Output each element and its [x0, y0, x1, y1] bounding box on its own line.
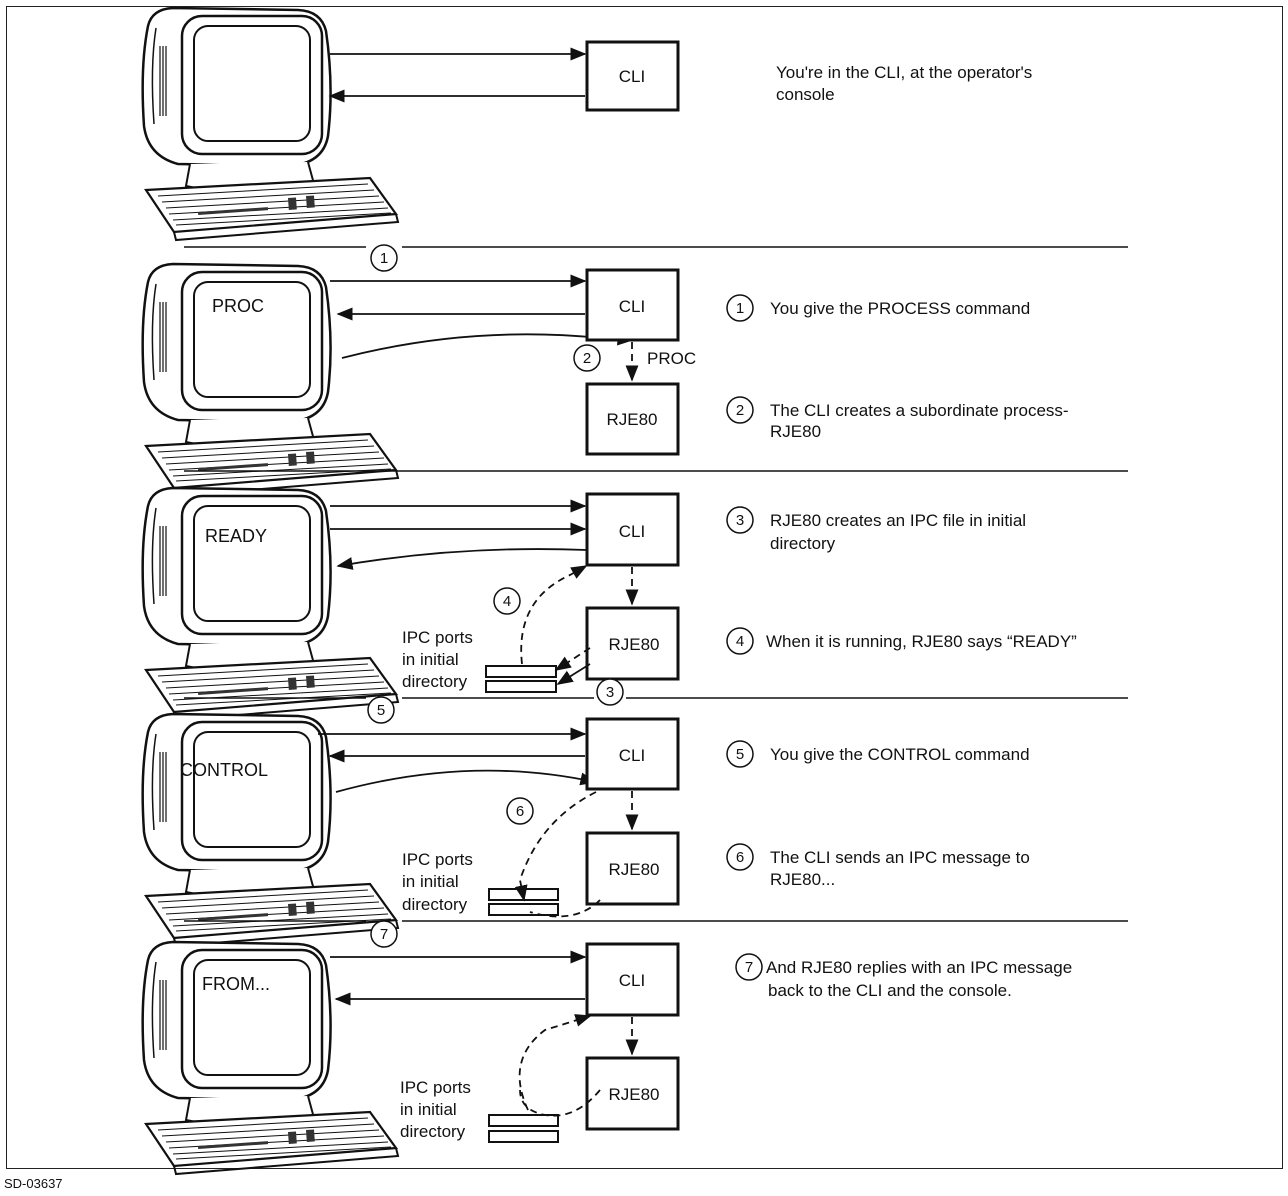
svg-text:directory: directory — [770, 534, 836, 553]
svg-text:RJE80: RJE80 — [770, 422, 821, 441]
rje80-label: RJE80 — [606, 410, 657, 429]
svg-text:2: 2 — [736, 402, 744, 419]
panel-0: CLI You're in the CLI, at the operator's… — [141, 6, 1032, 242]
svg-text:6: 6 — [736, 849, 744, 866]
step-marker-5: 5 — [367, 696, 395, 724]
terminal-icon — [141, 712, 400, 948]
panel-4: FROM... 7 CLI RJE80 IPC ports in initial… — [141, 920, 1072, 1176]
step-marker-2: 2 — [573, 344, 601, 372]
svg-text:3: 3 — [606, 684, 614, 701]
cli-box — [585, 492, 680, 567]
arrow-command-to-cli — [335, 769, 597, 793]
svg-text:6: 6 — [516, 803, 524, 820]
description-step-3: 3 RJE80 creates an IPC file in initial d… — [726, 506, 1026, 553]
svg-text:When it is running, RJE80 says: When it is running, RJE80 says “READY” — [766, 632, 1077, 651]
ipc-ports — [485, 665, 557, 693]
svg-text:5: 5 — [377, 702, 385, 719]
cli-label: CLI — [619, 297, 645, 316]
step-marker-1: 1 — [370, 244, 398, 272]
dashed-rje80-to-port — [554, 647, 591, 671]
svg-text:4: 4 — [736, 633, 744, 650]
rje80-label: RJE80 — [608, 1085, 659, 1104]
arrow-command-to-cli — [341, 332, 634, 359]
description-step-4: 4 When it is running, RJE80 says “READY” — [726, 627, 1077, 655]
step-marker-7: 7 — [370, 920, 398, 948]
ipc-ports — [488, 1114, 559, 1143]
screen-text: PROC — [212, 296, 264, 316]
rje80-box — [585, 831, 680, 906]
description-line: You're in the CLI, at the operator's — [776, 63, 1032, 82]
cli-label: CLI — [619, 67, 645, 86]
terminal-icon — [141, 6, 400, 242]
svg-text:And RJE80 replies with an IPC: And RJE80 replies with an IPC message — [766, 958, 1072, 977]
svg-text:RJE80 creates an IPC file in i: RJE80 creates an IPC file in initial — [770, 511, 1026, 530]
cli-box — [585, 40, 680, 112]
ipc-ports-label: IPC ports — [402, 628, 473, 647]
cli-label: CLI — [619, 971, 645, 990]
svg-text:RJE80...: RJE80... — [770, 870, 835, 889]
dashed-port-to-rje80 — [529, 899, 601, 918]
step-marker-4: 4 — [493, 587, 521, 615]
ipc-ports-label: in initial — [400, 1100, 457, 1119]
screen-text: FROM... — [202, 974, 270, 994]
rje80-box — [585, 1056, 680, 1131]
screen-text: READY — [205, 526, 267, 546]
cli-box — [585, 942, 680, 1017]
panel-2: READY CLI RJE80 IPC ports in initial dir… — [141, 486, 1077, 722]
description-step-7: 7 And RJE80 replies with an IPC message … — [735, 953, 1072, 1000]
rje80-label: RJE80 — [608, 860, 659, 879]
figure-frame — [6, 6, 1283, 1169]
svg-text:You give the PROCESS command: You give the PROCESS command — [770, 299, 1030, 318]
dashed-rje80-to-port — [519, 1089, 601, 1117]
terminal-icon — [141, 486, 400, 722]
cli-box — [585, 268, 680, 342]
dashed-cli-to-port — [514, 791, 597, 902]
rje80-box — [585, 382, 680, 456]
svg-text:7: 7 — [745, 959, 753, 976]
svg-text:1: 1 — [380, 250, 388, 267]
ipc-ports — [488, 888, 559, 916]
rje80-box — [585, 606, 680, 681]
svg-text:back to the CLI and the consol: back to the CLI and the console. — [768, 981, 1012, 1000]
svg-text:The CLI sends an IPC message t: The CLI sends an IPC message to — [770, 848, 1030, 867]
svg-text:2: 2 — [583, 350, 591, 367]
ipc-ports-label: IPC ports — [400, 1078, 471, 1097]
cli-label: CLI — [619, 746, 645, 765]
svg-text:The CLI creates a subordinate: The CLI creates a subordinate process- — [770, 401, 1069, 420]
ipc-ports-label: directory — [400, 1122, 466, 1141]
terminal-icon — [141, 940, 400, 1176]
screen-text: CONTROL — [180, 760, 268, 780]
cli-box — [585, 717, 680, 791]
description-step-6: 6 The CLI sends an IPC message to RJE80.… — [726, 843, 1030, 889]
description-line: console — [776, 85, 835, 104]
arrow-cli-to-console — [336, 548, 588, 570]
proc-edge-label: PROC — [647, 349, 696, 368]
description-step-5: 5 You give the CONTROL command — [726, 740, 1030, 768]
step-marker-3: 3 — [596, 678, 624, 706]
terminal-icon — [141, 262, 400, 498]
svg-text:4: 4 — [503, 593, 511, 610]
arrow-rje80-creates-port — [556, 663, 591, 685]
dashed-port-to-cli — [518, 1014, 592, 1111]
svg-text:You give the CONTROL command: You give the CONTROL command — [770, 745, 1030, 764]
ipc-ports-label: in initial — [402, 872, 459, 891]
dashed-ipc-to-cli — [520, 565, 588, 665]
svg-text:7: 7 — [380, 926, 388, 943]
ipc-ports-label: directory — [402, 895, 468, 914]
ipc-ports-label: in initial — [402, 650, 459, 669]
svg-text:5: 5 — [736, 746, 744, 763]
panel-3: CONTROL 5 CLI RJE80 IPC ports in initial… — [141, 696, 1030, 948]
svg-text:1: 1 — [736, 300, 744, 317]
svg-text:3: 3 — [736, 512, 744, 529]
step-marker-6: 6 — [506, 797, 534, 825]
panel-1: PROC 1 CLI PROC 2 RJE80 1 You give the P… — [141, 244, 1069, 498]
rje80-label: RJE80 — [608, 635, 659, 654]
figure-id: SD-03637 — [4, 1176, 63, 1191]
ipc-ports-label: IPC ports — [402, 850, 473, 869]
ipc-ports-label: directory — [402, 672, 468, 691]
description-step-1: 1 You give the PROCESS command — [726, 294, 1030, 322]
description-step-2: 2 The CLI creates a subordinate process-… — [726, 396, 1069, 441]
cli-label: CLI — [619, 522, 645, 541]
